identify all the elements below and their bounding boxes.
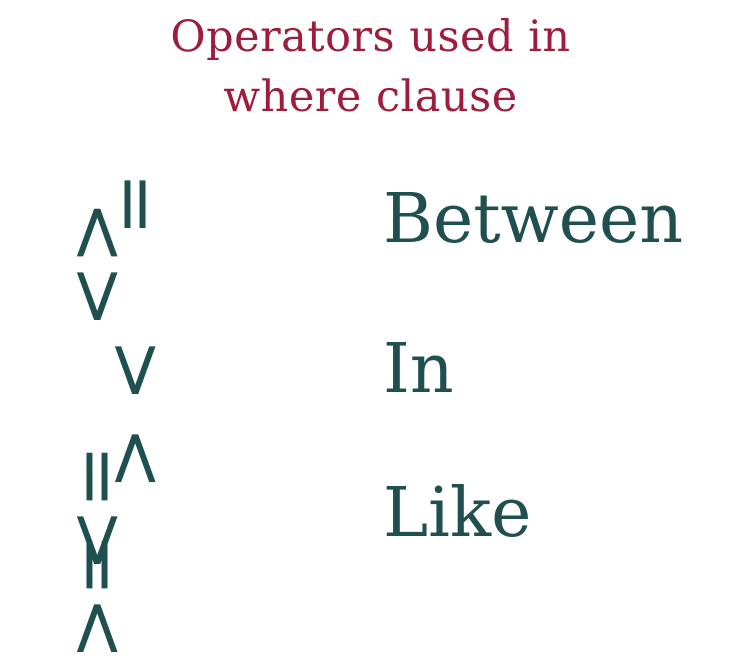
operator-less-than: < — [88, 338, 177, 402]
keyword-like: Like — [383, 474, 532, 553]
slide-title-line-1: Operators used in — [170, 12, 571, 62]
operator-greater-equal: >= — [50, 532, 139, 660]
operator-not-equals: <> — [50, 200, 139, 328]
slide-title-line-2: where clause — [223, 72, 518, 122]
keyword-in: In — [383, 330, 454, 409]
keyword-between: Between — [383, 180, 684, 259]
